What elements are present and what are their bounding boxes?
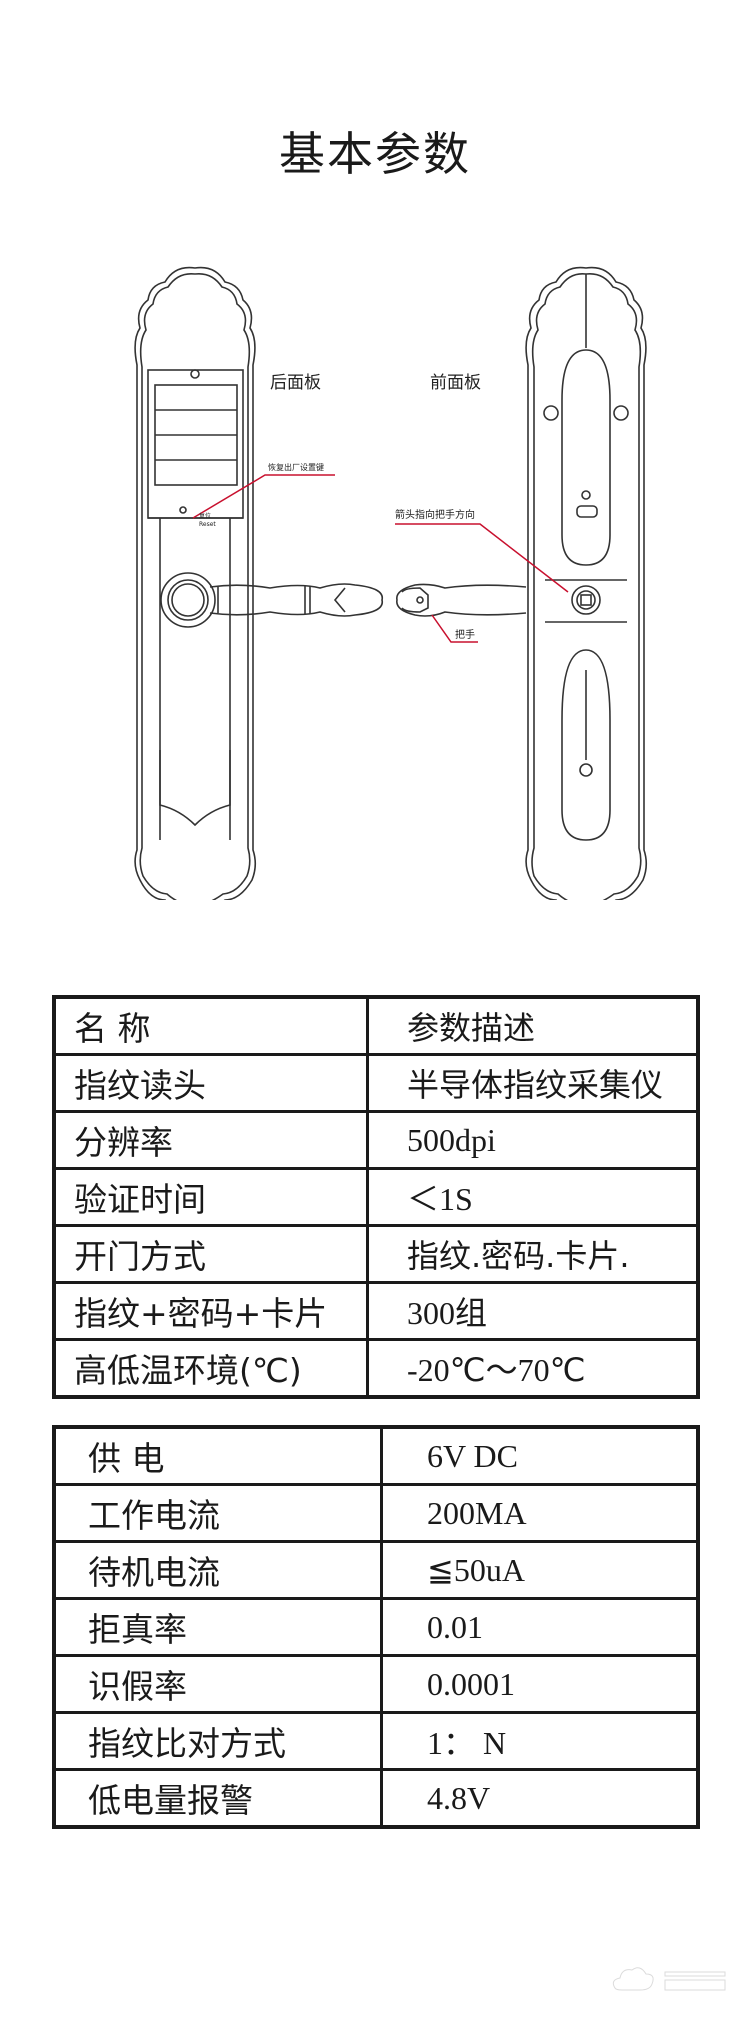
back-panel-drawing — [134, 266, 384, 900]
table-row: 验证时间＜1S — [52, 1167, 700, 1227]
back-panel-label: 后面板 — [270, 373, 321, 393]
reset-callout-label: 恢复出厂设置键 — [268, 462, 324, 472]
cloud-logo-icon — [612, 1967, 726, 1991]
spec-name: 工作电流 — [52, 1483, 383, 1543]
page-title: 基本参数 — [279, 127, 471, 181]
spec-name: 分辨率 — [52, 1110, 369, 1170]
table-row: 名 称参数描述 — [52, 995, 700, 1056]
spec-name: 指纹读头 — [52, 1053, 369, 1113]
spec-name: 待机电流 — [52, 1540, 383, 1600]
spec-value: ＜1S — [366, 1167, 700, 1227]
spec-name: 高低温环境(℃) — [52, 1338, 369, 1399]
table-row: 待机电流≦50uA — [52, 1540, 700, 1600]
front-panel-label: 前面板 — [430, 373, 481, 393]
spec-value: 200MA — [380, 1483, 700, 1543]
spec-value: ≦50uA — [380, 1540, 700, 1600]
spec-name: 识假率 — [52, 1654, 383, 1714]
spec-value: 参数描述 — [366, 995, 700, 1056]
spec-name: 供 电 — [52, 1425, 383, 1486]
table-row: 指纹读头半导体指纹采集仪 — [52, 1053, 700, 1113]
spec-name: 指纹+密码+卡片 — [52, 1281, 369, 1341]
spec-name: 开门方式 — [52, 1224, 369, 1284]
lock-diagram: 后面板 前面板 恢复出厂设置键 复位 Reset 箭头指向把手方向 把手 — [134, 266, 648, 900]
front-panel-drawing — [396, 266, 648, 900]
spec-value: 300组 — [366, 1281, 700, 1341]
spec-name: 指纹比对方式 — [52, 1711, 383, 1771]
reset-button-text: 复位 — [199, 512, 211, 520]
table-row: 高低温环境(℃)-20℃～70℃ — [52, 1338, 700, 1399]
spec-name: 名 称 — [52, 995, 369, 1056]
spec-value: -20℃～70℃ — [366, 1338, 700, 1399]
handle-callout-line — [431, 614, 478, 643]
spec-name: 低电量报警 — [52, 1768, 383, 1829]
reset-callout-line — [192, 474, 335, 519]
table-row: 开门方式指纹.密码.卡片. — [52, 1224, 700, 1284]
spec-value: 0.0001 — [380, 1654, 700, 1714]
spec-value: 6V DC — [380, 1425, 700, 1486]
spec-value: 半导体指纹采集仪 — [366, 1053, 700, 1113]
spec-name: 拒真率 — [52, 1597, 383, 1657]
spec-name: 验证时间 — [52, 1167, 369, 1227]
spec-value: 0.01 — [380, 1597, 700, 1657]
spec-value: 4.8V — [380, 1768, 700, 1829]
arrow-callout-line — [395, 523, 569, 593]
spec-value: 500dpi — [366, 1110, 700, 1170]
handle-callout-label: 把手 — [455, 628, 475, 641]
reset-button-text-en: Reset — [199, 521, 216, 528]
spec-value: 1： N — [380, 1711, 700, 1771]
spec-value: 指纹.密码.卡片. — [366, 1224, 700, 1284]
arrow-callout-label: 箭头指向把手方向 — [395, 508, 475, 521]
